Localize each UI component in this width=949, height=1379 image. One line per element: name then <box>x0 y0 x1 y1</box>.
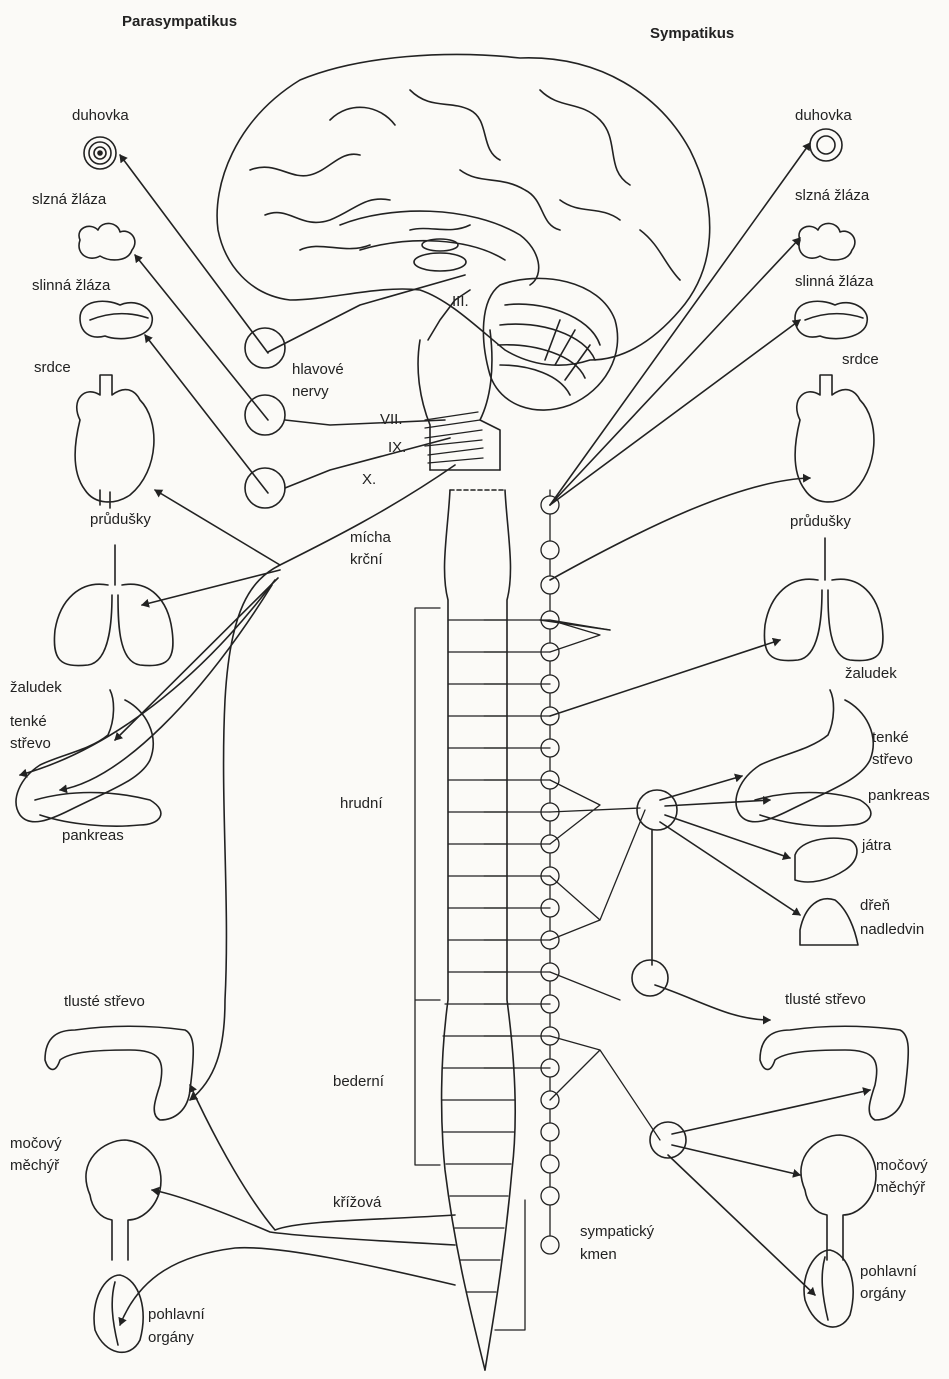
left-bladder-label-line1: močový <box>10 1134 62 1153</box>
left-large-intestine-label: tlusté střevo <box>64 992 145 1011</box>
left-heart-label: srdce <box>34 358 71 377</box>
parasympathetic-pathways <box>20 155 483 1325</box>
right-pancreas-label: pankreas <box>868 786 930 805</box>
parasympathetic-heading: Parasympatikus <box>122 12 237 31</box>
brain <box>217 54 710 470</box>
right-genitals-label-line2: orgány <box>860 1284 906 1303</box>
cranial-nerves-label-line2: nervy <box>292 382 329 401</box>
left-bladder-label-line2: měchýř <box>10 1156 59 1175</box>
left-genitals-label-line2: orgány <box>148 1328 194 1347</box>
right-stomach-label: žaludek <box>845 664 897 683</box>
cranial-nerve-ix-label: IX. <box>388 438 406 457</box>
right-salivary-label: slinná žláza <box>795 272 873 291</box>
left-lacrimal-label: slzná žláza <box>32 190 106 209</box>
sacral-label: křížová <box>333 1193 381 1212</box>
right-bronchi-label: průdušky <box>790 512 851 531</box>
right-lacrimal-label: slzná žláza <box>795 186 869 205</box>
lumbar-label: bederní <box>333 1072 384 1091</box>
right-bladder-label-line2: měchýř <box>876 1178 925 1197</box>
left-pancreas-label: pankreas <box>62 826 124 845</box>
cranial-nerve-x-label: X. <box>362 470 376 489</box>
left-genitals-label-line1: pohlavní <box>148 1305 205 1324</box>
right-adrenal-label-line2: nadledvin <box>860 920 924 939</box>
right-adrenal-label-line1: dřeň <box>860 896 890 915</box>
right-iris-label: duhovka <box>795 106 852 125</box>
thoracic-label: hrudní <box>340 794 383 813</box>
cervical-cord-label-line1: mícha <box>350 528 391 547</box>
left-iris-label: duhovka <box>72 106 129 125</box>
sympathetic-heading: Sympatikus <box>650 24 734 43</box>
right-small-intestine-label-line1: tenké <box>872 728 909 747</box>
left-small-intestine-label-line2: střevo <box>10 734 51 753</box>
sympathetic-trunk-label-line2: kmen <box>580 1245 617 1264</box>
right-liver-label: játra <box>862 836 891 855</box>
spinal-cord <box>442 490 516 1370</box>
left-bronchi-label: průdušky <box>90 510 151 529</box>
right-genitals-label-line1: pohlavní <box>860 1262 917 1281</box>
right-small-intestine-label-line2: střevo <box>872 750 913 769</box>
cranial-nerves-label-line1: hlavové <box>292 360 344 379</box>
left-small-intestine-label-line1: tenké <box>10 712 47 731</box>
right-large-intestine-label: tlusté střevo <box>785 990 866 1009</box>
left-salivary-label: slinná žláza <box>32 276 110 295</box>
sympathetic-chain <box>484 490 660 1254</box>
right-heart-label: srdce <box>842 350 879 369</box>
cervical-cord-label-line2: krční <box>350 550 383 569</box>
right-bladder-label-line1: močový <box>876 1156 928 1175</box>
cranial-nerve-iii-label: III. <box>452 292 469 311</box>
sympathetic-trunk-label-line1: sympatický <box>580 1222 654 1241</box>
left-stomach-label: žaludek <box>10 678 62 697</box>
cranial-nerve-vii-label: VII. <box>380 410 403 429</box>
